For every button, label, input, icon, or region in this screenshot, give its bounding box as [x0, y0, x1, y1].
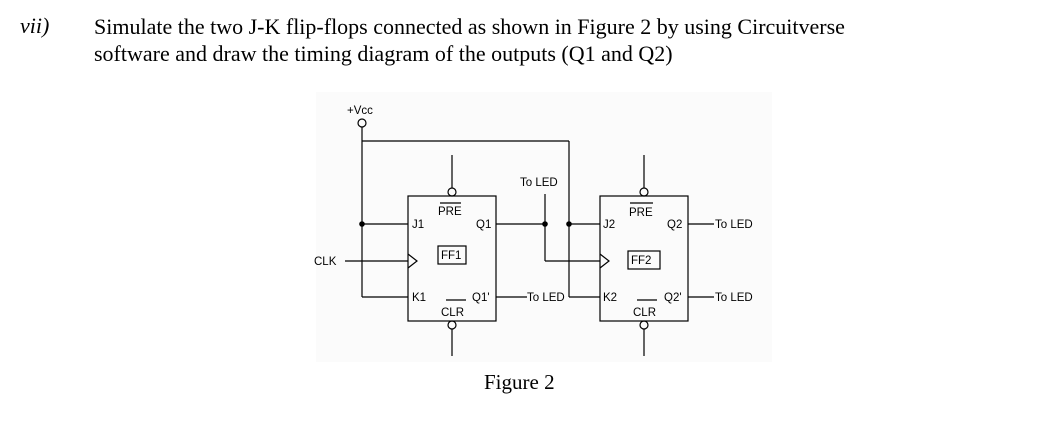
question-line-2: software and draw the timing diagram of … [94, 41, 673, 66]
ff1-name-label: FF1 [441, 250, 461, 262]
figure-background [316, 92, 772, 362]
wires [345, 118, 714, 356]
ff2-clr-label: CLR [633, 307, 656, 319]
clk-label: CLK [314, 256, 337, 268]
ff2-pre-label: PRE [629, 207, 653, 219]
question-text: Simulate the two J-K flip-flops connecte… [94, 13, 994, 67]
ff1-j-label: J1 [412, 219, 424, 231]
figure-caption: Figure 2 [484, 370, 555, 394]
ff1-pre-label: PRE [438, 206, 462, 218]
to-led-q1bar-label: To LED [527, 292, 565, 304]
ff2-name-label: FF2 [631, 255, 651, 267]
to-led-q2bar-label: To LED [715, 292, 753, 304]
ff1-qbar-label: Q1' [472, 292, 490, 304]
to-led-q2-label: To LED [715, 219, 753, 231]
ff2-qbar-label: Q2' [664, 292, 682, 304]
ff1-clr-label: CLR [441, 307, 464, 319]
question-line-1: Simulate the two J-K flip-flops connecte… [94, 14, 845, 39]
ff2-j-label: J2 [603, 219, 615, 231]
ff1-q-label: Q1 [476, 219, 491, 231]
ff2-q-label: Q2 [667, 219, 682, 231]
ff1-k-label: K1 [412, 292, 426, 304]
to-led-q1-label: To LED [520, 177, 558, 189]
ff2-k-label: K2 [603, 292, 617, 304]
junction-dots [359, 221, 572, 227]
question-number: vii) [20, 13, 50, 38]
vcc-label: +Vcc [347, 105, 373, 117]
